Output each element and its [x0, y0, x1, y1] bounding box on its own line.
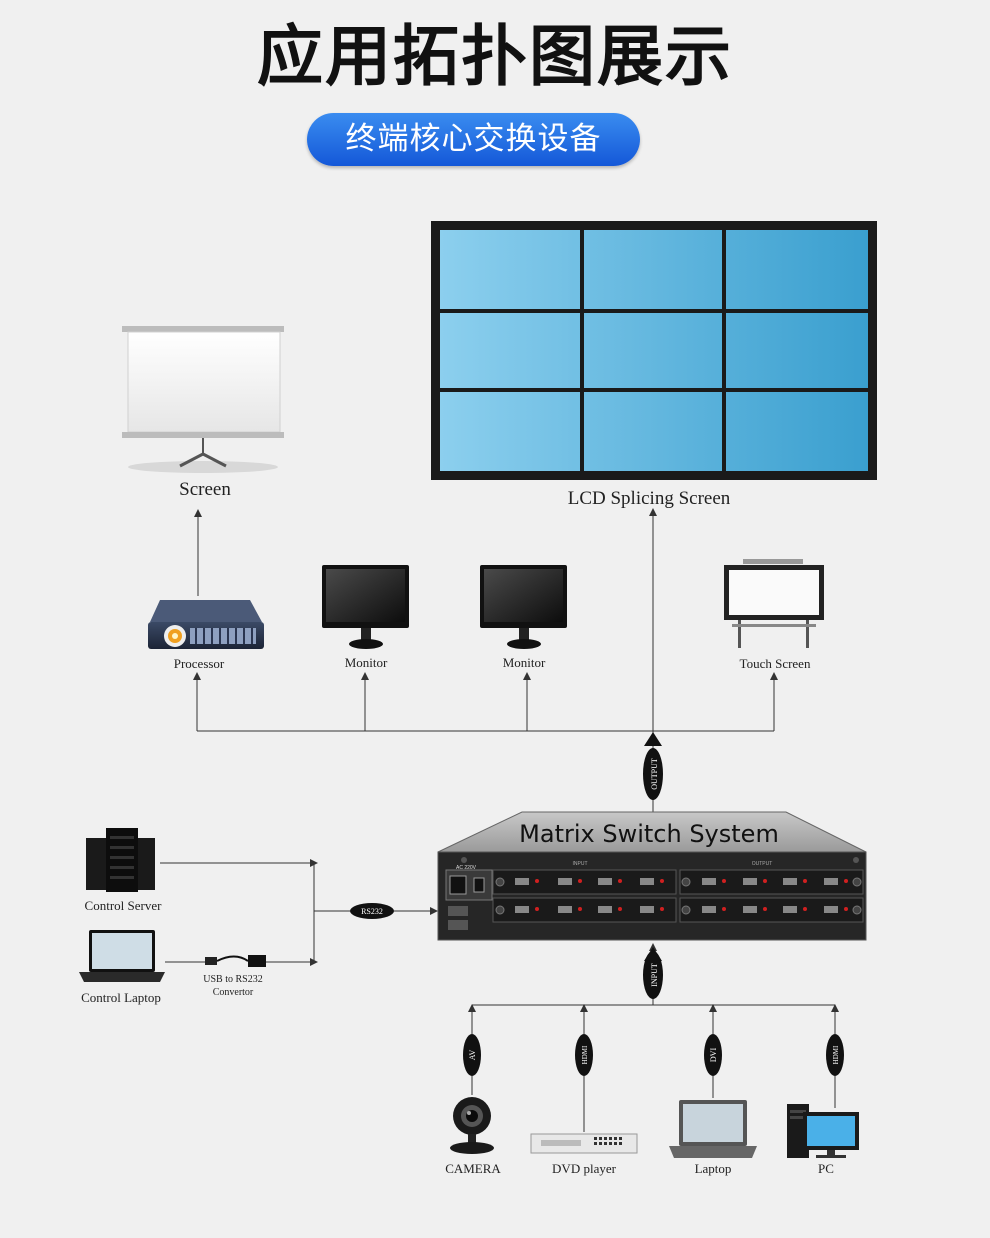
matrix-output-header: OUTPUT [752, 861, 773, 867]
touch-screen-label: Touch Screen [740, 656, 811, 671]
page-title: 应用拓扑图展示 [257, 18, 733, 95]
dvd-player-label: DVD player [552, 1161, 617, 1176]
svg-text:DVI: DVI [709, 1048, 718, 1063]
svg-text:AV: AV [468, 1050, 477, 1061]
matrix-input-header: INPUT [573, 861, 588, 867]
dvd-player-icon [530, 1133, 638, 1154]
pc-icon [787, 1104, 859, 1158]
svg-text:HDMI: HDMI [832, 1045, 840, 1064]
svg-text:INPUT: INPUT [650, 963, 659, 987]
control-laptop-icon [79, 930, 165, 982]
rs232-tag: RS232 [350, 903, 394, 919]
camera-icon [450, 1097, 494, 1154]
pc-label: PC [818, 1161, 834, 1176]
projection-screen-icon [122, 326, 284, 473]
control-laptop-label: Control Laptop [81, 990, 161, 1005]
matrix-power-label: AC 220V [456, 865, 477, 871]
output-tag: OUTPUT [643, 732, 663, 800]
hdmi-tag-pc: HDMI [826, 1034, 844, 1076]
matrix-title: Matrix Switch System [519, 820, 779, 848]
lcd-label: LCD Splicing Screen [568, 488, 731, 509]
laptop-icon [669, 1100, 757, 1158]
camera-label: CAMERA [445, 1161, 501, 1176]
projector-icon [148, 600, 264, 649]
usb-rs232-cable-icon [205, 955, 266, 967]
input-tag: INPUT [643, 947, 663, 999]
svg-text:HDMI: HDMI [581, 1045, 589, 1064]
dvi-tag: DVI [704, 1034, 722, 1076]
processor-label: Processor [174, 656, 225, 671]
laptop-label: Laptop [695, 1161, 732, 1176]
control-server-label: Control Server [85, 898, 163, 913]
server-icon [86, 828, 155, 892]
matrix-switch-chassis [437, 811, 867, 941]
av-tag: AV [463, 1034, 481, 1076]
screen-label: Screen [179, 479, 231, 500]
convertor-label-line2: Convertor [213, 987, 254, 998]
convertor-label-line1: USB to RS232 [203, 974, 262, 985]
output-connectors [193, 508, 778, 812]
monitor-1-label: Monitor [345, 655, 388, 670]
monitor-1-icon [322, 565, 409, 649]
svg-text:RS232: RS232 [361, 907, 383, 916]
svg-text:OUTPUT: OUTPUT [650, 758, 659, 790]
hdmi-tag-dvd: HDMI [575, 1034, 593, 1076]
touch-screen-icon [724, 559, 824, 648]
monitor-2-label: Monitor [503, 655, 546, 670]
subtitle-badge: 终端核心交换设备 [307, 113, 640, 166]
lcd-splicing-screen-icon [431, 221, 877, 480]
monitor-2-icon [480, 565, 567, 649]
